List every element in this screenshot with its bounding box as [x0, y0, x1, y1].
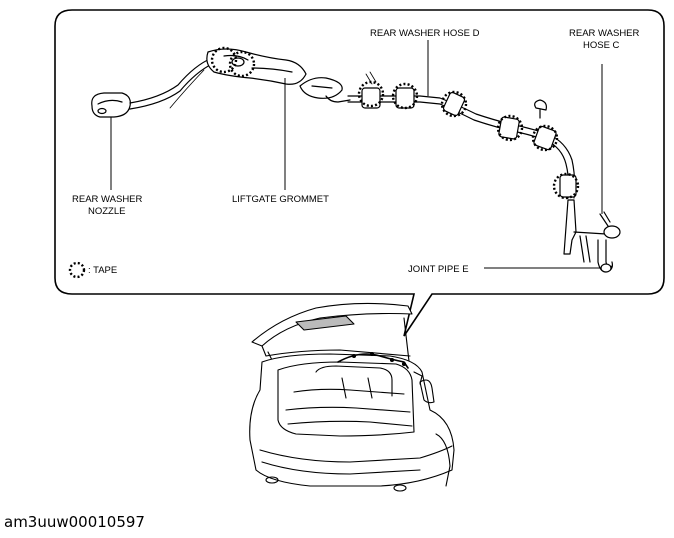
label-rear-washer-nozzle-line2: NOZZLE [88, 206, 125, 217]
rear-washer-nozzle [91, 92, 131, 118]
tape-marker [228, 50, 256, 78]
label-rear-washer-hose-c: REAR WASHER [569, 28, 640, 39]
label-joint-pipe-e: JOINT PIPE E [408, 264, 469, 275]
label-liftgate-grommet: LIFTGATE GROMMET [232, 194, 329, 205]
tape-legend-marker [68, 261, 86, 279]
tape-marker [531, 124, 559, 152]
callout-box [54, 9, 665, 337]
tape-marker [210, 46, 238, 74]
joint-pipe-e [563, 199, 621, 273]
tape-marker [391, 82, 419, 110]
label-rear-washer-nozzle: REAR WASHER [72, 194, 143, 205]
hose-clip [299, 77, 351, 103]
vehicle-illustration [249, 302, 455, 492]
tape-marker [357, 80, 385, 108]
label-rear-washer-hose-d: REAR WASHER HOSE D [370, 28, 480, 39]
label-rear-washer-hose-c-line2: HOSE C [583, 40, 620, 51]
image-caption: am3uuw00010597 [4, 513, 145, 531]
tape-marker [496, 114, 524, 142]
label-tape-legend: : TAPE [88, 265, 117, 276]
leader-lines [110, 40, 603, 269]
tape-markers [68, 46, 580, 279]
tape-marker [552, 172, 580, 200]
tape-marker [440, 90, 468, 118]
